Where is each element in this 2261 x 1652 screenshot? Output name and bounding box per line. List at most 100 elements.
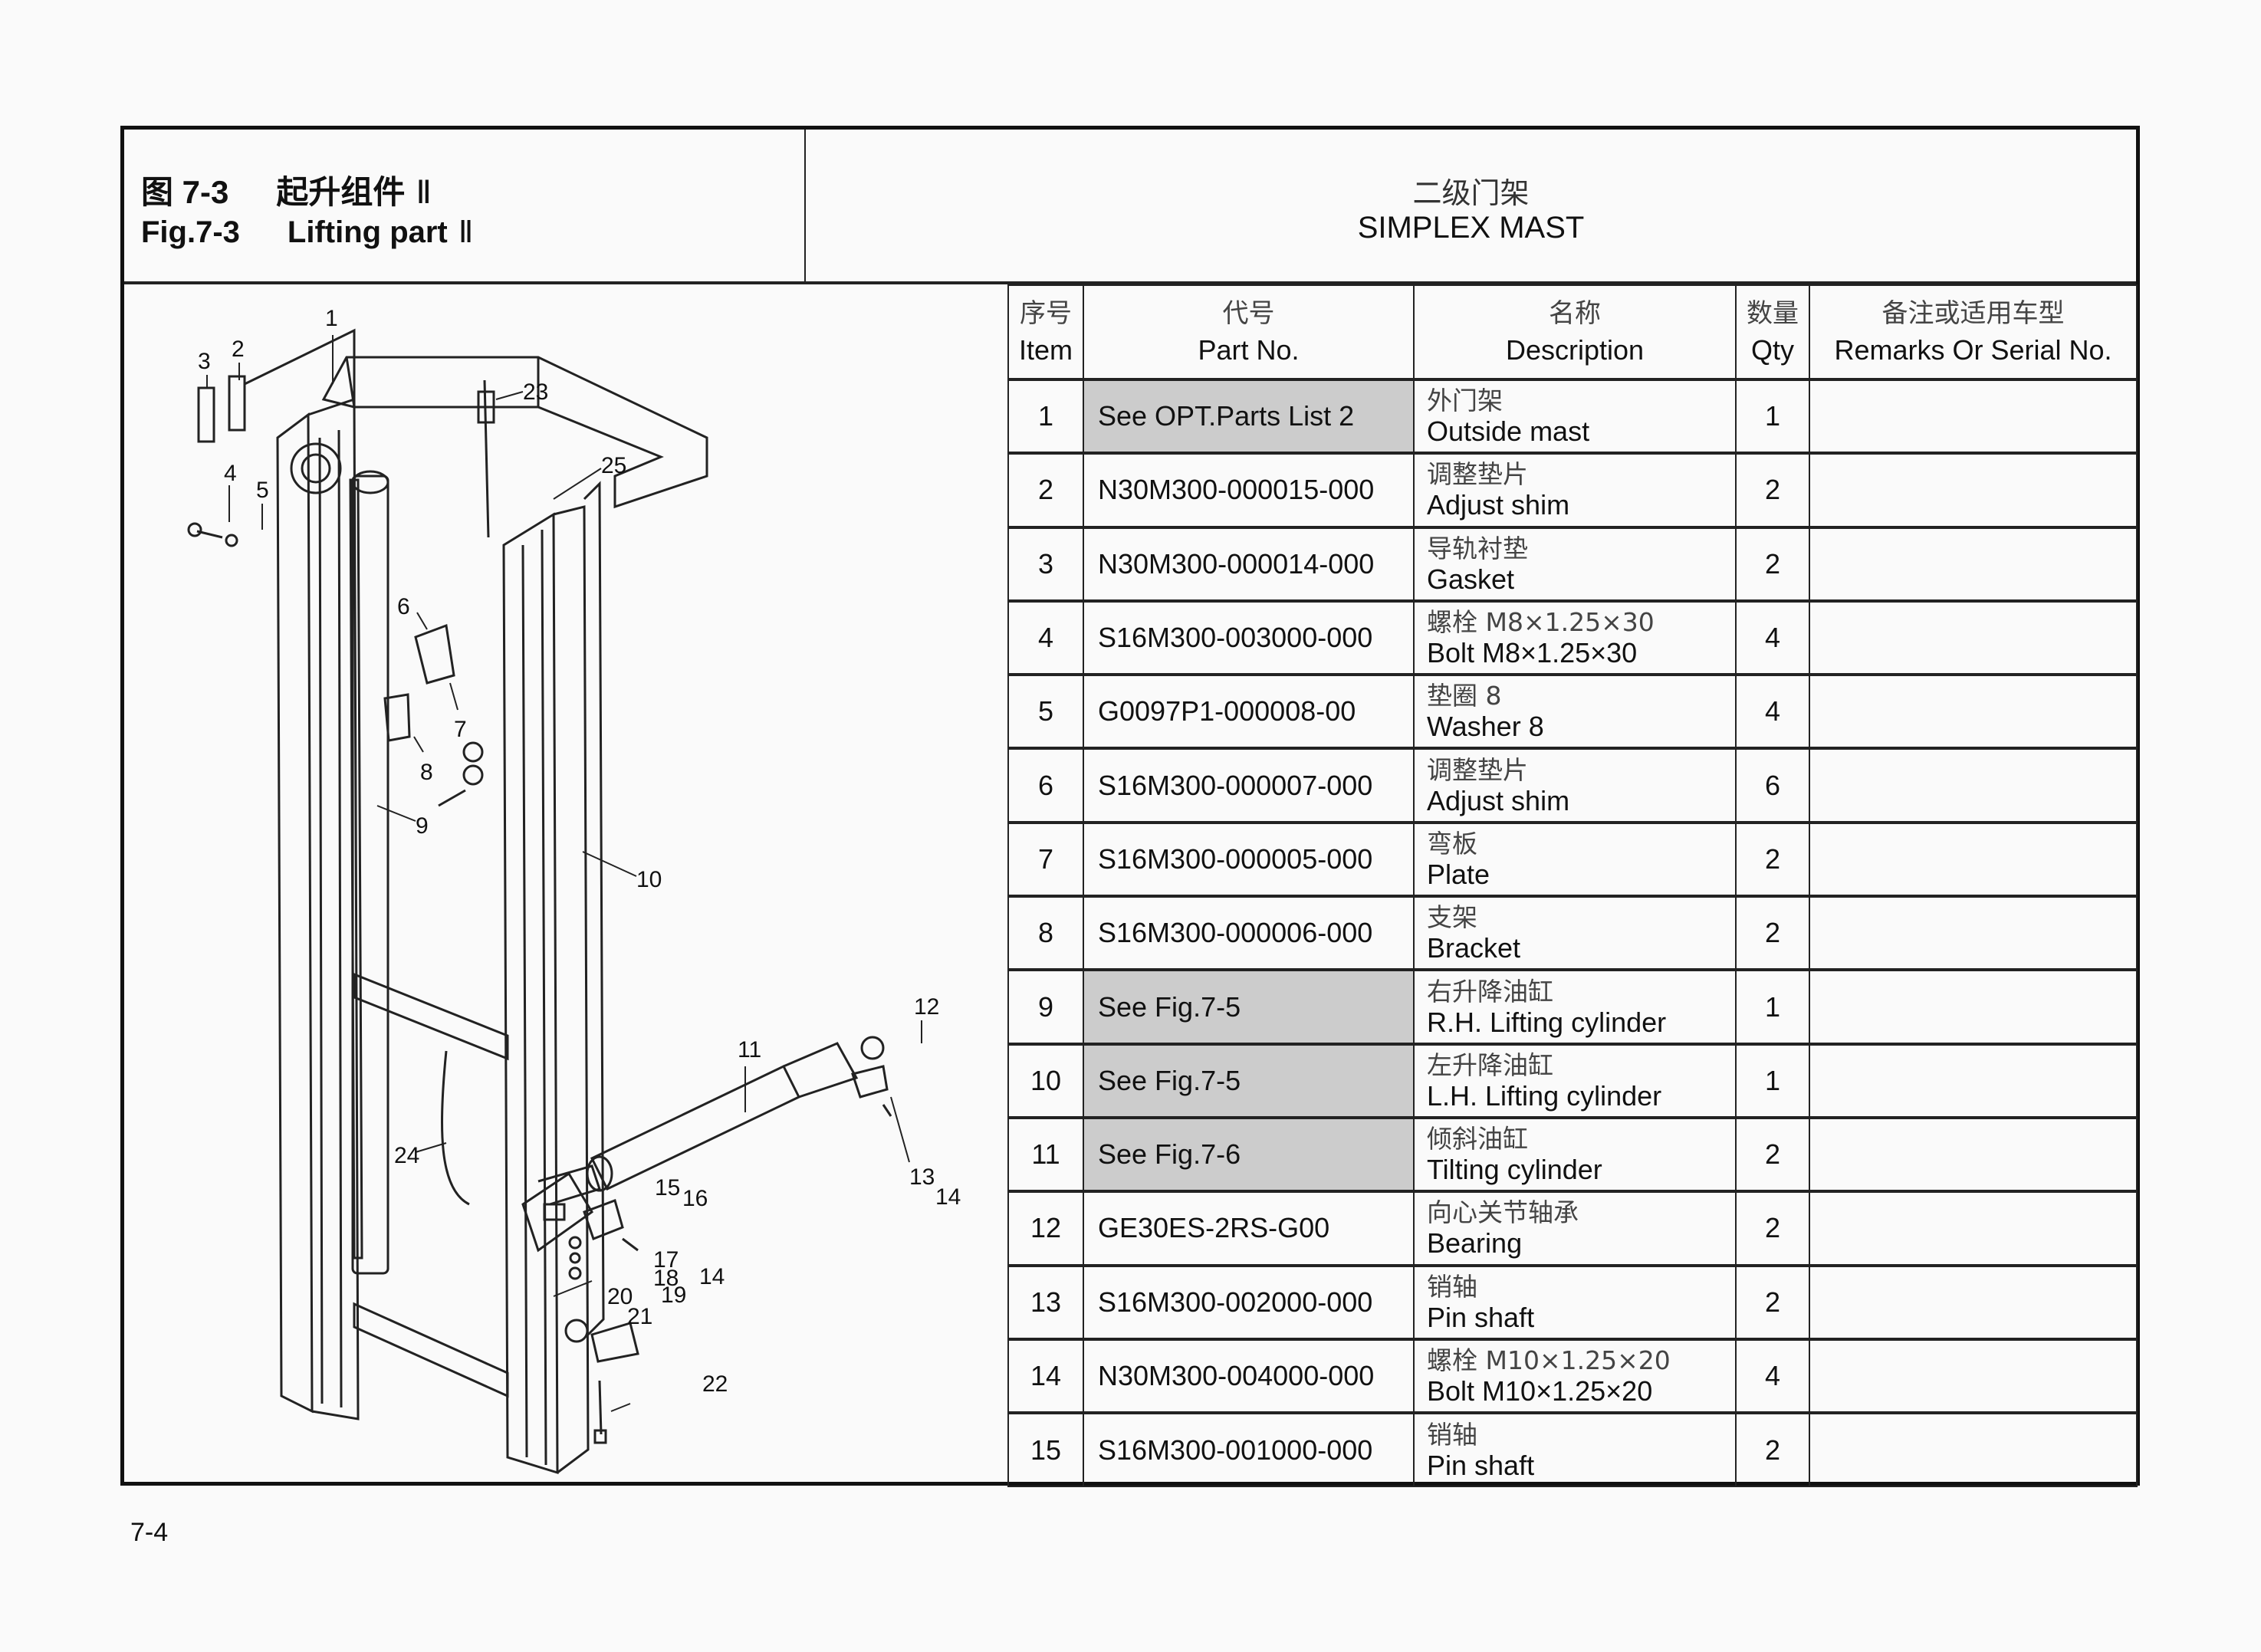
description-en: Adjust shim bbox=[1427, 489, 1570, 521]
cell-remarks bbox=[1809, 377, 2138, 455]
cell-qty: 2 bbox=[1735, 452, 1810, 528]
cell-item: 10 bbox=[1007, 1042, 1084, 1118]
diagram-callout-label: 4 bbox=[224, 461, 237, 486]
cell-remarks bbox=[1809, 1263, 2138, 1340]
cell-remarks bbox=[1809, 820, 2138, 898]
description-en: Pin shaft bbox=[1427, 1301, 1535, 1333]
figure-title-en: Fig.7-3 Lifting part Ⅱ bbox=[141, 214, 473, 250]
diagram-callout-label: 12 bbox=[914, 994, 940, 1020]
cell-remarks bbox=[1809, 599, 2138, 676]
section-title-cell: 二级门架 SIMPLEX MAST bbox=[806, 130, 2136, 284]
description-cn: 螺栓 M8×1.25×30 bbox=[1427, 607, 1655, 638]
diagram-callout-label: 13 bbox=[909, 1164, 935, 1190]
cell-qty: 4 bbox=[1735, 599, 1810, 676]
description-en: R.H. Lifting cylinder bbox=[1427, 1006, 1667, 1038]
cell-remarks bbox=[1809, 1115, 2138, 1193]
description-cn: 螺栓 M10×1.25×20 bbox=[1427, 1345, 1671, 1375]
cell-qty: 4 bbox=[1735, 1337, 1810, 1414]
section-title-cn: 二级门架 bbox=[1412, 176, 1530, 210]
description-cn: 支架 bbox=[1427, 902, 1477, 933]
description-en: Bolt M8×1.25×30 bbox=[1427, 637, 1638, 669]
diagram-callout-label: 14 bbox=[935, 1184, 961, 1210]
cell-item: 15 bbox=[1007, 1411, 1084, 1488]
description-cn: 垫圈 8 bbox=[1427, 681, 1502, 711]
cell-qty: 2 bbox=[1735, 1115, 1810, 1193]
cell-part-no: S16M300-000005-000 bbox=[1083, 820, 1415, 898]
cell-item: 3 bbox=[1007, 525, 1084, 602]
diagram-callout-label: 20 bbox=[607, 1284, 633, 1309]
cell-qty: 4 bbox=[1735, 673, 1810, 750]
cell-remarks bbox=[1809, 525, 2138, 602]
description-en: Plate bbox=[1427, 858, 1490, 890]
description-en: Tilting cylinder bbox=[1427, 1154, 1602, 1186]
description-cn: 销轴 bbox=[1427, 1271, 1477, 1302]
description-en: Bearing bbox=[1427, 1227, 1523, 1260]
mast-drawing bbox=[187, 328, 922, 1475]
cell-item: 8 bbox=[1007, 895, 1084, 971]
diagram-callout-label: 2 bbox=[232, 337, 245, 362]
cell-part-no: N30M300-000015-000 bbox=[1083, 452, 1415, 528]
cell-item: 11 bbox=[1007, 1115, 1084, 1193]
diagram-callout-label: 16 bbox=[682, 1186, 708, 1211]
diagram-callout-label: 6 bbox=[397, 594, 410, 619]
cell-remarks bbox=[1809, 1337, 2138, 1414]
diagram-callout-label: 25 bbox=[601, 453, 627, 478]
description-cn: 导轨衬垫 bbox=[1427, 533, 1528, 563]
description-cn: 左升降油缸 bbox=[1427, 1049, 1553, 1080]
cell-qty: 1 bbox=[1735, 1042, 1810, 1118]
diagram-callout-label: 17 bbox=[653, 1247, 679, 1273]
diagram-callout-label: 11 bbox=[738, 1037, 762, 1062]
cell-qty: 2 bbox=[1735, 820, 1810, 898]
description-en: Outside mast bbox=[1427, 415, 1590, 448]
figure-label-en: Fig.7-3 bbox=[141, 215, 240, 249]
roman-numeral: Ⅱ bbox=[416, 176, 432, 211]
cell-part-no: S16M300-002000-000 bbox=[1083, 1263, 1415, 1340]
description-cn: 弯板 bbox=[1427, 828, 1477, 859]
diagram-callout-label: 23 bbox=[523, 379, 549, 405]
cell-qty: 2 bbox=[1735, 1411, 1810, 1488]
cell-part-no: See OPT.Parts List 2 bbox=[1083, 377, 1415, 455]
cell-remarks bbox=[1809, 1042, 2138, 1118]
cell-item: 13 bbox=[1007, 1263, 1084, 1340]
figure-name-en: Lifting part bbox=[287, 215, 448, 249]
description-en: Adjust shim bbox=[1427, 784, 1570, 816]
page-number: 7-4 bbox=[130, 1518, 169, 1547]
description-en: Bracket bbox=[1427, 932, 1521, 964]
cell-remarks bbox=[1809, 1190, 2138, 1266]
diagram-callout-label: 24 bbox=[394, 1143, 420, 1168]
cell-item: 1 bbox=[1007, 377, 1084, 455]
roman-numeral: Ⅱ bbox=[458, 215, 474, 249]
cell-part-no: S16M300-003000-000 bbox=[1083, 599, 1415, 676]
diagram-callout-label: 22 bbox=[702, 1371, 728, 1397]
